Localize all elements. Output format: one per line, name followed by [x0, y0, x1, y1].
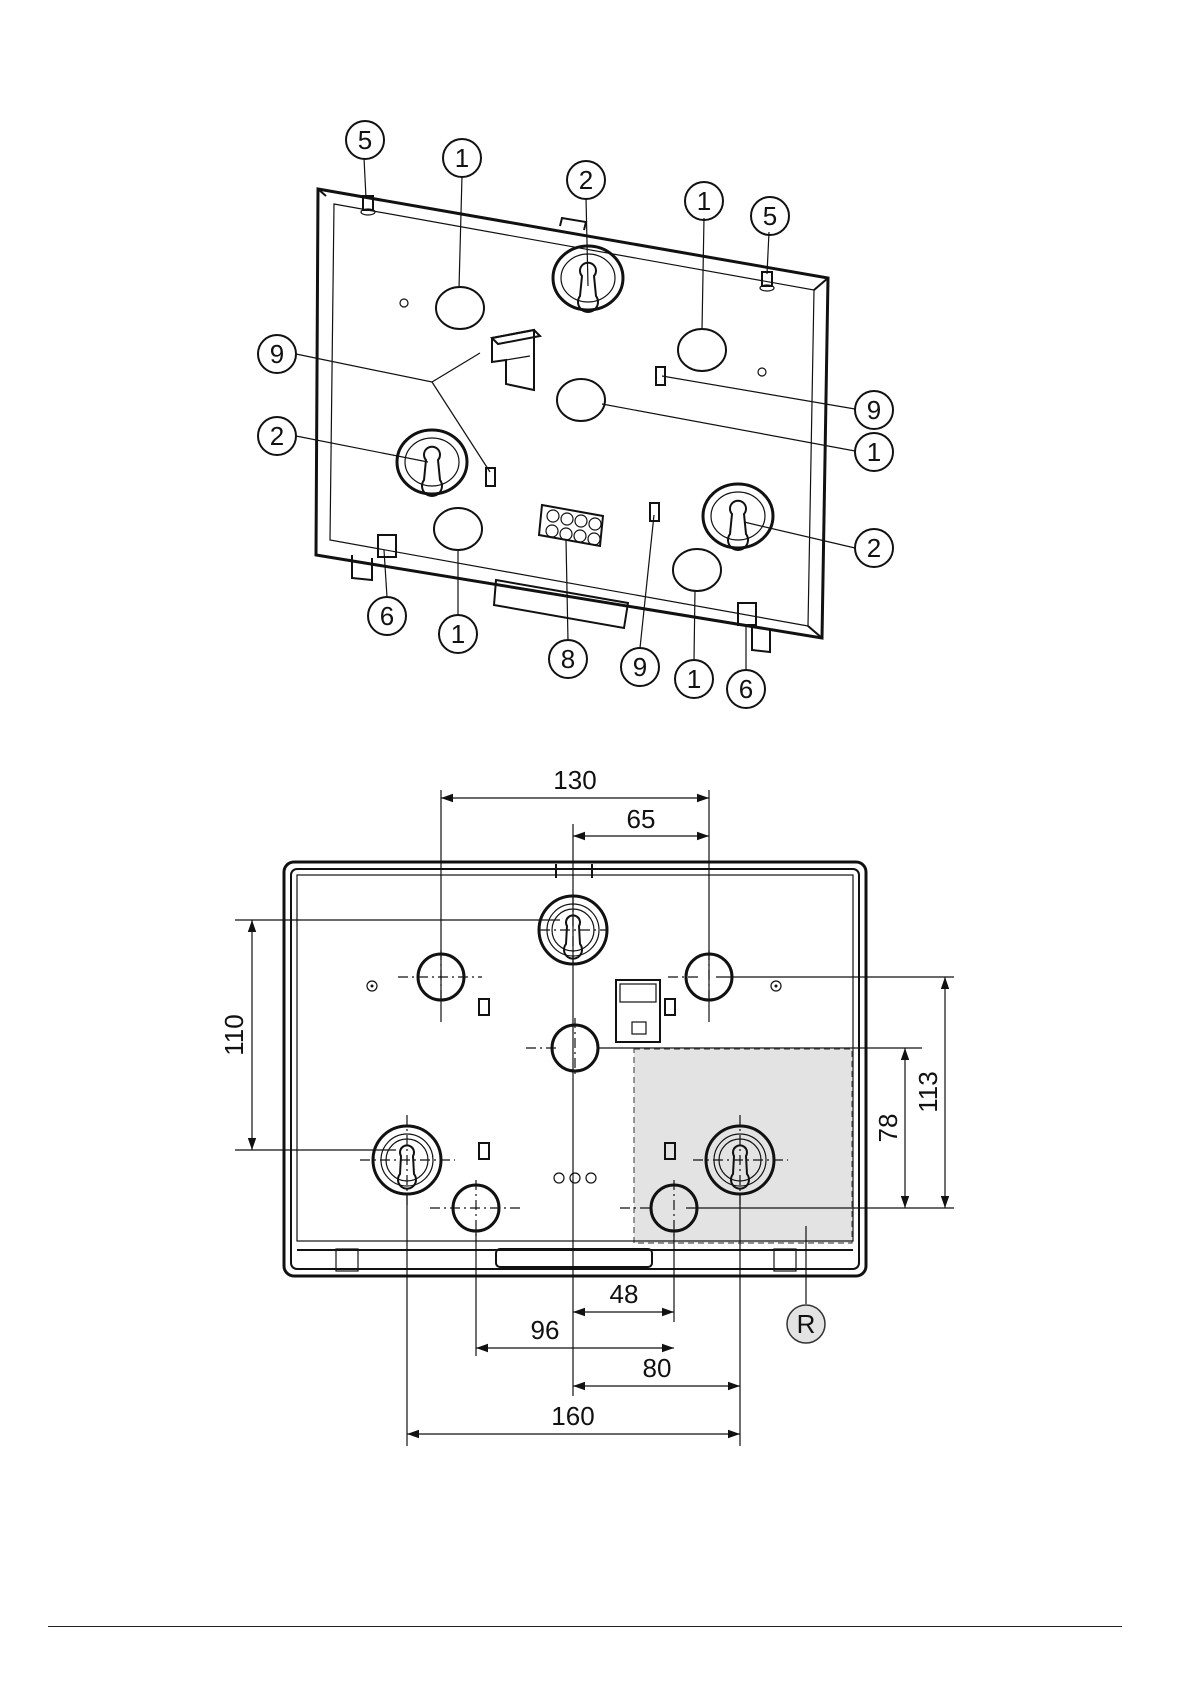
svg-text:5: 5: [358, 125, 372, 155]
knockout-hole: [673, 549, 721, 591]
svg-text:2: 2: [270, 421, 284, 451]
callout: 1: [675, 660, 713, 698]
svg-text:9: 9: [633, 652, 647, 682]
callout: 9: [621, 648, 659, 686]
svg-text:9: 9: [270, 339, 284, 369]
callout: 6: [368, 597, 406, 635]
clip: [486, 468, 495, 486]
svg-text:1: 1: [687, 664, 701, 694]
svg-text:8: 8: [561, 644, 575, 674]
dimension-130: 130: [553, 765, 596, 795]
svg-text:9: 9: [867, 395, 881, 425]
svg-text:2: 2: [867, 533, 881, 563]
tamper-bracket: [616, 980, 660, 1042]
keyhole-mount: [397, 430, 467, 496]
knockout-hole: [436, 287, 484, 329]
callout: 1: [685, 182, 723, 220]
dimension-160: 160: [551, 1401, 594, 1431]
dimension-96: 96: [531, 1315, 560, 1345]
callout: 1: [443, 139, 481, 177]
callout: 1: [439, 615, 477, 653]
latch: [774, 1249, 796, 1271]
svg-text:5: 5: [763, 201, 777, 231]
callout: 1: [855, 433, 893, 471]
dimension-80: 80: [643, 1353, 672, 1383]
knockout-hole: [557, 379, 605, 421]
knockout-hole: [434, 508, 482, 550]
clip: [479, 1143, 489, 1159]
callout: 6: [727, 670, 765, 708]
callout: 9: [855, 391, 893, 429]
tamper-bracket: [492, 330, 540, 390]
svg-text:1: 1: [867, 437, 881, 467]
latch: [352, 535, 396, 580]
callout: 9: [258, 335, 296, 373]
top-notch: [560, 218, 586, 230]
clip: [665, 999, 675, 1015]
callout: 2: [855, 529, 893, 567]
svg-text:2: 2: [579, 165, 593, 195]
svg-text:6: 6: [380, 601, 394, 631]
bottom-tab: [496, 1249, 652, 1267]
clip: [479, 999, 489, 1015]
callout: 2: [258, 417, 296, 455]
region-r-label: R: [797, 1309, 816, 1339]
svg-text:1: 1: [455, 143, 469, 173]
perspective-view: 5 1 2 1 5 9 9 1 2 2 6 1 8 9 1 6: [258, 121, 893, 708]
callout: 5: [346, 121, 384, 159]
back-plate-outline: [316, 189, 828, 638]
knockout-hole: [678, 329, 726, 371]
dimension-113: 113: [913, 1071, 943, 1112]
callout: 2: [567, 161, 605, 199]
dimension-48: 48: [610, 1279, 639, 1309]
clip: [650, 503, 659, 521]
svg-text:1: 1: [697, 186, 711, 216]
terminal-block: [539, 505, 603, 546]
keyhole-mount: [703, 484, 773, 550]
dimension-110: 110: [219, 1014, 249, 1055]
dimension-65: 65: [627, 804, 656, 834]
dimension-view: 130 65 110 113 78 48 96 80 160 R: [219, 765, 954, 1446]
callout: 8: [549, 640, 587, 678]
svg-text:6: 6: [739, 674, 753, 704]
dimension-78: 78: [873, 1114, 903, 1143]
callout: 5: [751, 197, 789, 235]
latch: [336, 1249, 358, 1271]
footer-rule: [48, 1626, 1122, 1627]
svg-text:1: 1: [451, 619, 465, 649]
back-plate-inner-rim: [330, 204, 814, 626]
